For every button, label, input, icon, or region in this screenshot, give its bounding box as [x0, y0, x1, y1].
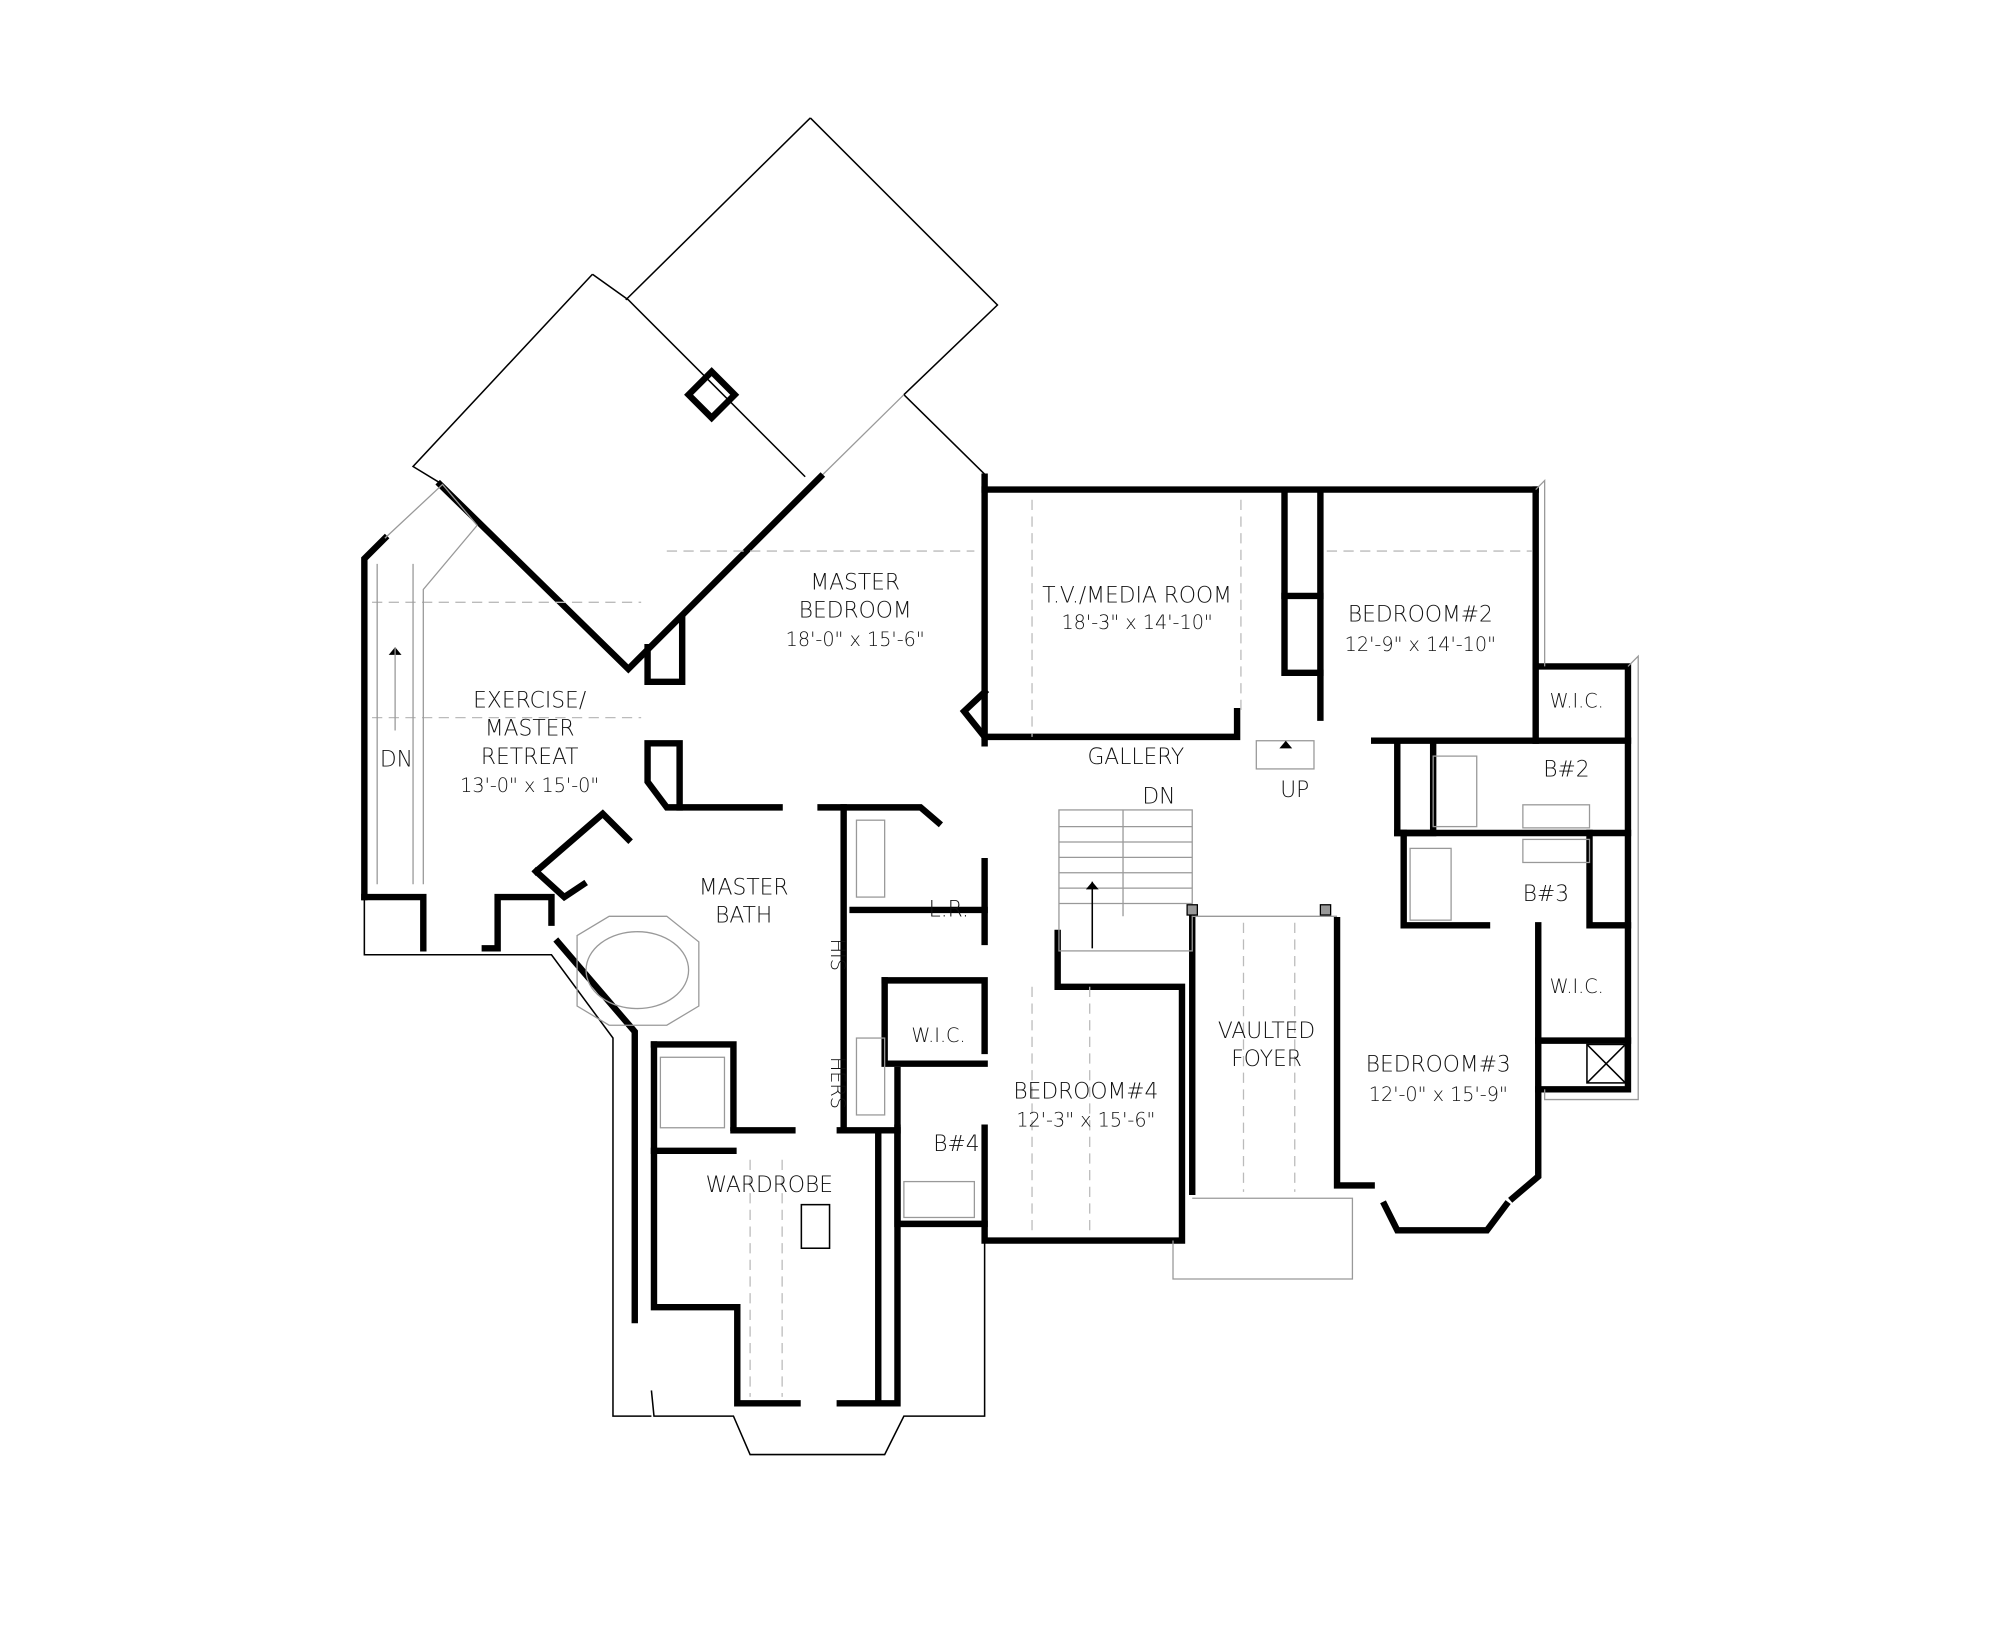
room-name: BEDROOM [799, 599, 912, 624]
room-dims: 12'-0" x 15'-9" [1369, 1083, 1508, 1106]
room-wardrobe: WARDROBE [706, 1173, 833, 1198]
room-bedroom-2: BEDROOM#2 12'-9" x 14'-10" [1345, 603, 1496, 656]
room-name: RETREAT [481, 745, 579, 770]
room-name: MASTER [485, 717, 575, 742]
room-name: WARDROBE [706, 1173, 833, 1198]
chimney [684, 367, 740, 423]
bath-4-label: B#4 [933, 1132, 979, 1157]
wic-b2-label: W.I.C. [1550, 689, 1604, 712]
room-name: BEDROOM#2 [1348, 603, 1493, 628]
roof-outline [411, 117, 999, 486]
room-name: BEDROOM#3 [1366, 1052, 1511, 1077]
up-stair [1255, 740, 1315, 770]
main-stair [1058, 809, 1332, 952]
stair-dn-label: DN [1142, 785, 1175, 810]
room-dims: 12'-3" x 15'-6" [1016, 1108, 1155, 1131]
room-master-bath: MASTER BATH [699, 876, 789, 929]
wic-master-label: W.I.C. [911, 1024, 965, 1047]
room-master-bedroom: MASTER BEDROOM 18'-0" x 15'-6" [786, 571, 925, 651]
stair-dn-left-label: DN [380, 747, 413, 772]
room-exercise: EXERCISE/ MASTER RETREAT 13'-0" x 15'-0" [460, 688, 599, 797]
room-dims: 12'-9" x 14'-10" [1345, 633, 1496, 656]
room-name: BATH [715, 904, 772, 929]
linen-room-label: L.R. [929, 897, 969, 922]
misc-labels: GALLERY DN UP DN L.R. HIS HERS W.I.C. W.… [380, 689, 1604, 1156]
bath-3-label: B#3 [1523, 882, 1569, 907]
room-dims: 18'-3" x 14'-10" [1061, 611, 1212, 634]
room-bedroom-3: BEDROOM#3 12'-0" x 15'-9" [1366, 1052, 1511, 1105]
left-stair [388, 647, 402, 731]
room-name: T.V./MEDIA ROOM [1042, 583, 1232, 608]
fixtures [576, 755, 1627, 1249]
room-dims: 13'-0" x 15'-0" [460, 774, 599, 797]
hers-label: HERS [826, 1057, 849, 1109]
up-arrow-icon [1085, 881, 1099, 890]
room-name: MASTER [699, 876, 789, 901]
room-name: EXERCISE/ [473, 688, 586, 713]
room-name: BEDROOM#4 [1013, 1079, 1158, 1104]
walls [361, 472, 1632, 1407]
stair-up-label: UP [1280, 778, 1309, 803]
room-name: MASTER [810, 571, 900, 596]
room-name: VAULTED [1218, 1019, 1315, 1044]
wic-b3-label: W.I.C. [1550, 975, 1604, 998]
room-media: T.V./MEDIA ROOM 18'-3" x 14'-10" [1042, 583, 1232, 634]
room-vaulted-foyer: VAULTED FOYER [1218, 1019, 1315, 1072]
room-dims: 18'-0" x 15'-6" [786, 628, 925, 651]
his-label: HIS [826, 939, 849, 971]
gallery-label: GALLERY [1087, 745, 1184, 770]
room-bedroom-4: BEDROOM#4 12'-3" x 15'-6" [1013, 1079, 1158, 1131]
detail-lines [363, 479, 1639, 1456]
bath-2-label: B#2 [1543, 758, 1589, 783]
room-name: FOYER [1231, 1047, 1302, 1072]
